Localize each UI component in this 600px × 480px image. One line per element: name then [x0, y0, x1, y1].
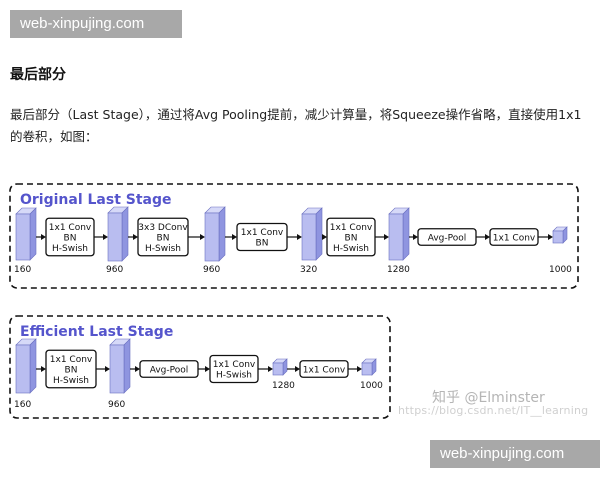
flow-arrow: [287, 234, 302, 240]
channel-label: 1280: [272, 381, 295, 391]
flow-arrow: [225, 234, 237, 240]
op-line: H-Swish: [145, 244, 181, 254]
feature-block-160: [15, 338, 37, 394]
channel-label: 320: [300, 265, 317, 275]
op-line: 1x1 Conv: [493, 233, 536, 243]
feature-block-1280: [388, 207, 410, 261]
feature-block-1000: [361, 358, 377, 376]
csdn-watermark: https://blog.csdn.net/IT__learning: [398, 404, 589, 417]
op-line: BN: [65, 365, 78, 375]
channel-label: 960: [106, 265, 123, 275]
op-line: H-Swish: [53, 376, 89, 386]
op-box: 1x1 Conv: [299, 360, 349, 378]
feature-block-960: [107, 206, 129, 262]
op-line: H-Swish: [52, 244, 88, 254]
feature-block-960: [109, 338, 131, 394]
channel-label: 1000: [549, 265, 572, 275]
flow-arrow: [322, 234, 327, 240]
flow-arrow: [258, 366, 273, 372]
flow-arrow: [36, 234, 46, 240]
flow-arrow: [36, 366, 46, 372]
flow-arrow: [128, 234, 138, 240]
flow-arrow: [476, 234, 490, 240]
channel-label: 1280: [387, 265, 410, 275]
section-paragraph: 最后部分（Last Stage），通过将Avg Pooling提前，减少计算量，…: [10, 107, 582, 144]
flow-arrow: [188, 234, 205, 240]
zhihu-watermark: 知乎 @Elminster: [432, 390, 545, 406]
feature-block-320: [301, 207, 323, 261]
flow-arrow: [198, 366, 210, 372]
flow-arrow: [409, 234, 418, 240]
feature-block-1280: [272, 358, 288, 376]
feature-block-160: [15, 207, 37, 261]
flow-arrow: [375, 234, 389, 240]
op-line: 1x1 Conv: [241, 228, 284, 238]
channel-label: 1000: [360, 381, 383, 391]
flow-arrow: [94, 234, 108, 240]
flow-arrow: [348, 366, 362, 372]
op-line: 1x1 Conv: [303, 365, 346, 375]
op-line: H-Swish: [216, 371, 252, 381]
op-box: Avg-Pool: [139, 360, 199, 378]
flow-arrow: [287, 366, 300, 372]
op-line: BN: [345, 233, 358, 243]
section-heading: 最后部分: [10, 67, 66, 83]
op-line: 1x1 Conv: [213, 360, 256, 370]
original-title: Original Last Stage: [20, 192, 172, 208]
op-line: BN: [64, 233, 77, 243]
op-line: Avg-Pool: [150, 365, 189, 375]
op-line: BN: [157, 233, 170, 243]
original-frame: [9, 183, 579, 289]
channel-label: 960: [203, 265, 220, 275]
op-line: BN: [256, 239, 269, 249]
feature-block-960: [204, 206, 226, 262]
efficient-frame: [9, 315, 391, 419]
flow-arrow: [538, 234, 553, 240]
op-line: 1x1 Conv: [49, 223, 92, 233]
channel-label: 160: [14, 400, 31, 410]
op-line: 3x3 DConv: [138, 223, 188, 233]
op-box: 1x1 Conv: [489, 228, 539, 246]
efficient-title: Efficient Last Stage: [20, 324, 173, 340]
op-line: 1x1 Conv: [50, 355, 93, 365]
channel-label: 960: [108, 400, 125, 410]
feature-block-1000: [552, 226, 568, 244]
op-line: Avg-Pool: [428, 233, 467, 243]
op-line: 1x1 Conv: [330, 223, 373, 233]
flow-arrow: [96, 366, 110, 372]
channel-label: 160: [14, 265, 31, 275]
watermark-bottom: web-xinpujing.com: [430, 440, 600, 468]
op-line: H-Swish: [333, 244, 369, 254]
watermark-top: web-xinpujing.com: [10, 10, 182, 38]
op-box: Avg-Pool: [417, 228, 477, 246]
flow-arrow: [130, 366, 140, 372]
